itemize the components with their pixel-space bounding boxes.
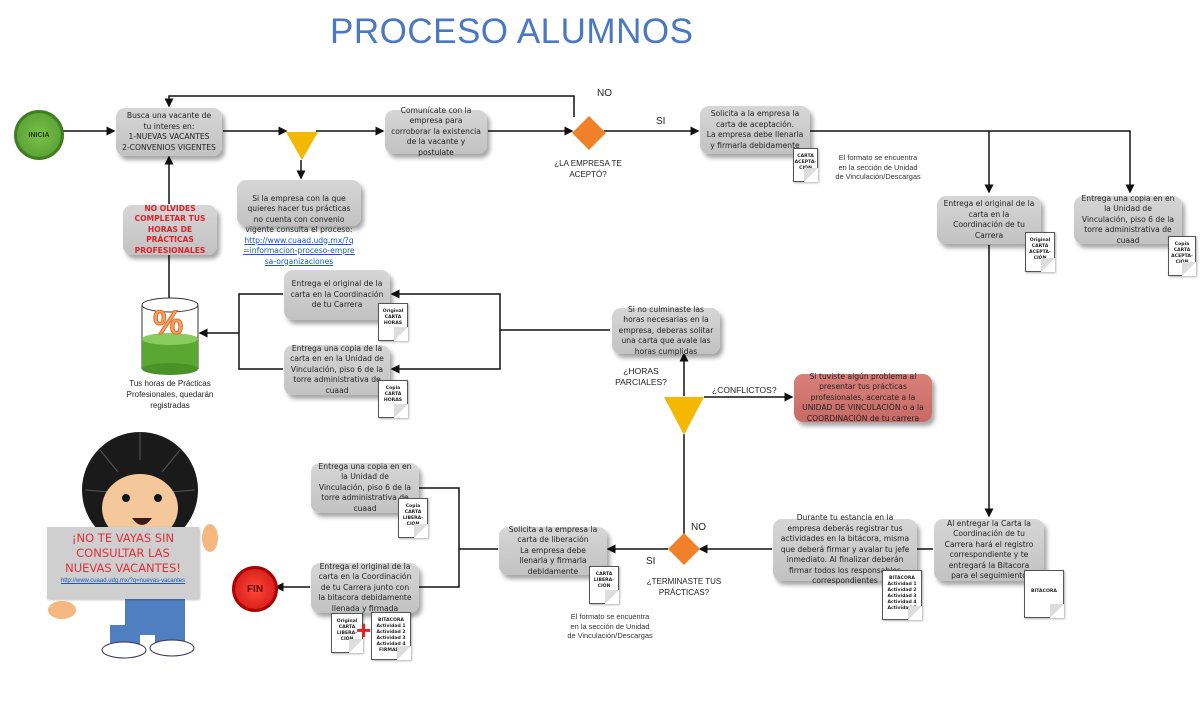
edge-label-no-1: NO [597,88,612,99]
doc-original-aceptacion: Original CARTA ACEPTA- CIÓN [1025,232,1055,272]
doc-original-horas: Original CARTA HORAS [378,303,408,341]
edge-partial-copy [390,330,501,374]
edge-label-no-2: NO [691,522,706,533]
deliver-copy-acceptance-box[interactable]: Entrega una copia en en la Unidad de Vin… [1074,194,1182,245]
conflicts-question-label: ¿CONFLICTOS? [712,385,777,395]
finished-question-label: ¿TERMINASTE TUS PRÁCTICAS? [646,577,722,597]
edge-release-split [394,483,498,550]
merge-triangle-middle [664,397,704,435]
doc-carta-aceptacion: CARTA ACEPTA- CIÓN [793,148,818,182]
deliver-copy-hours-box[interactable]: Entrega una copia de la carta en en la U… [284,344,390,395]
deliver-copy-release-box[interactable]: Entrega una copia en en la Unidad de Vin… [311,462,419,513]
start-node[interactable]: INICIA [14,110,64,160]
edge-hours-join [238,293,283,370]
doc-copia-aceptacion: Copia CARTA ACEPTA- CIÓN [1168,236,1196,276]
no-agreement-text: Si la empresa con la que quieres hacer t… [245,193,353,235]
no-agreement-note-box[interactable]: Si la empresa con la que quieres hacer t… [237,180,361,266]
edge-request-split [810,130,1135,194]
contact-company-box[interactable]: Comunícate con la empresa para corrobora… [385,106,487,157]
conflicts-note-box[interactable]: Si tuviste algún problema al presentar t… [794,372,932,423]
mascot-sign-text: ¡NO TE VAYAS SIN CONSULTAR LAS NUEVAS VA… [65,531,181,575]
accepted-question-label: ¿LA EMPRESA TE ACEPTÓ? [554,159,622,179]
doc-copia-horas: Copia CARTA HORAS [378,380,408,418]
format-note-1: El formato se encuentra en la sección de… [835,153,921,181]
no-agreement-link[interactable]: http://www.cuaad.udg.mx/?q=informacion-p… [243,235,355,266]
lion-mascot-illustration [48,432,218,659]
hours-cylinder-icon [141,297,199,375]
doc-bitacora: BITACORA [1024,570,1064,618]
edge-label-si-1: SI [656,116,666,127]
percent-icon: % [152,304,184,343]
partial-hours-note-box[interactable]: Si no culminaste las horas necesarias en… [612,305,720,356]
page-title: PROCESO ALUMNOS [330,12,694,51]
end-node[interactable]: FIN [232,566,278,612]
start-label: INICIA [28,131,50,139]
search-vacancy-box[interactable]: Busca una vacante de tu interes en: 1-NU… [116,108,222,156]
reminder-box: NO OLVIDES COMPLETAR TUS HORAS DE PRÁCTI… [123,204,217,255]
deliver-original-acceptance-box[interactable]: Entrega el original de la carta en la Co… [937,196,1041,244]
edge-no-loop [164,95,575,117]
merge-triangle-top [286,132,318,160]
partial-hours-question-label: ¿HORAS PARCIALES? [615,366,667,387]
request-acceptance-box[interactable]: Solicita a la empresa la carta de acepta… [700,106,810,154]
edge-label-si-2: SI [646,556,656,567]
deliver-original-hours-box[interactable]: Entrega el original de la carta en la Co… [284,270,390,320]
doc-bitacora-firmada: BITACORA Actividad 1 Actividad 2 Activid… [371,612,411,660]
plus-icon: + [356,615,372,645]
doc-original-liberacion: Original CARTA LIBERA- CIÓN [331,613,363,653]
mascot-sign-link[interactable]: http://www.cuaad.udg.mx/?q=nuevas-vacant… [60,578,186,584]
doc-carta-liberacion: CARTA LIBERA- CIÓN [589,566,619,604]
mascot-sign: ¡NO TE VAYAS SIN CONSULTAR LAS NUEVAS VA… [47,527,199,599]
doc-copia-liberacion: Copia CARTA LIBERA- CIÓN [398,498,428,538]
doc-bitacora-actividades: BITACORA Actividad 1 Actividad 2 Activid… [882,570,922,620]
edge-partial-split [390,289,610,331]
end-label: FIN [246,583,264,595]
finished-decision-diamond[interactable] [668,533,700,565]
hours-registered-label: Tus horas de Prácticas Profesionales, qu… [126,379,214,410]
format-note-2: El formato se encuentra en la sección de… [567,612,653,640]
deliver-original-release-box[interactable]: Entrega el original de la carta en la Co… [311,562,419,613]
accepted-decision-diamond[interactable] [572,116,606,150]
